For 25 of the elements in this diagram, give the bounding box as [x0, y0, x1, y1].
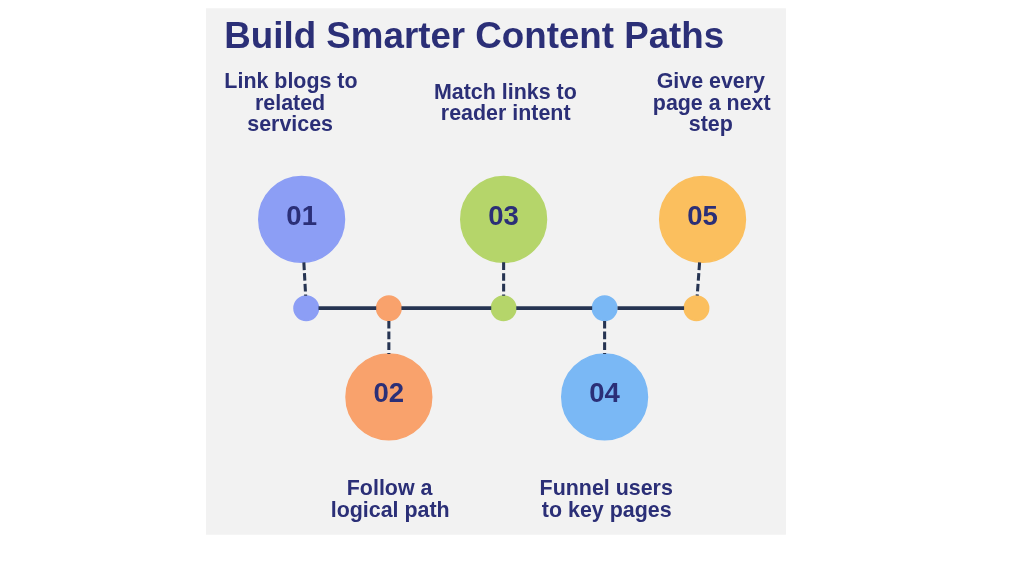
node-circle: 05 [658, 175, 746, 264]
node-circle [375, 295, 402, 322]
connector [695, 262, 701, 296]
connector [400, 306, 491, 311]
node-label: Funnel users to key pages [539, 476, 673, 522]
node-circle [490, 295, 517, 322]
connector [301, 262, 307, 296]
connector [602, 320, 606, 354]
node-label: Link blogs to related services [223, 69, 358, 136]
connector [515, 306, 592, 311]
node-circle: 02 [344, 353, 432, 441]
node-circle [682, 295, 709, 322]
connector [318, 306, 376, 311]
node-circle [292, 295, 319, 322]
connector [501, 262, 505, 296]
node-label: Give every page a next step [652, 69, 771, 136]
node-label: Follow a logical path [330, 476, 450, 522]
node-circle: 04 [560, 353, 648, 441]
node-circle [591, 295, 618, 322]
node-label: Match links to reader intent [433, 79, 577, 126]
connector [386, 320, 390, 354]
node-circle: 03 [459, 175, 547, 264]
node-circle: 01 [257, 175, 345, 264]
connector [617, 306, 684, 311]
diagram-title: Build Smarter Content Paths [223, 15, 724, 57]
